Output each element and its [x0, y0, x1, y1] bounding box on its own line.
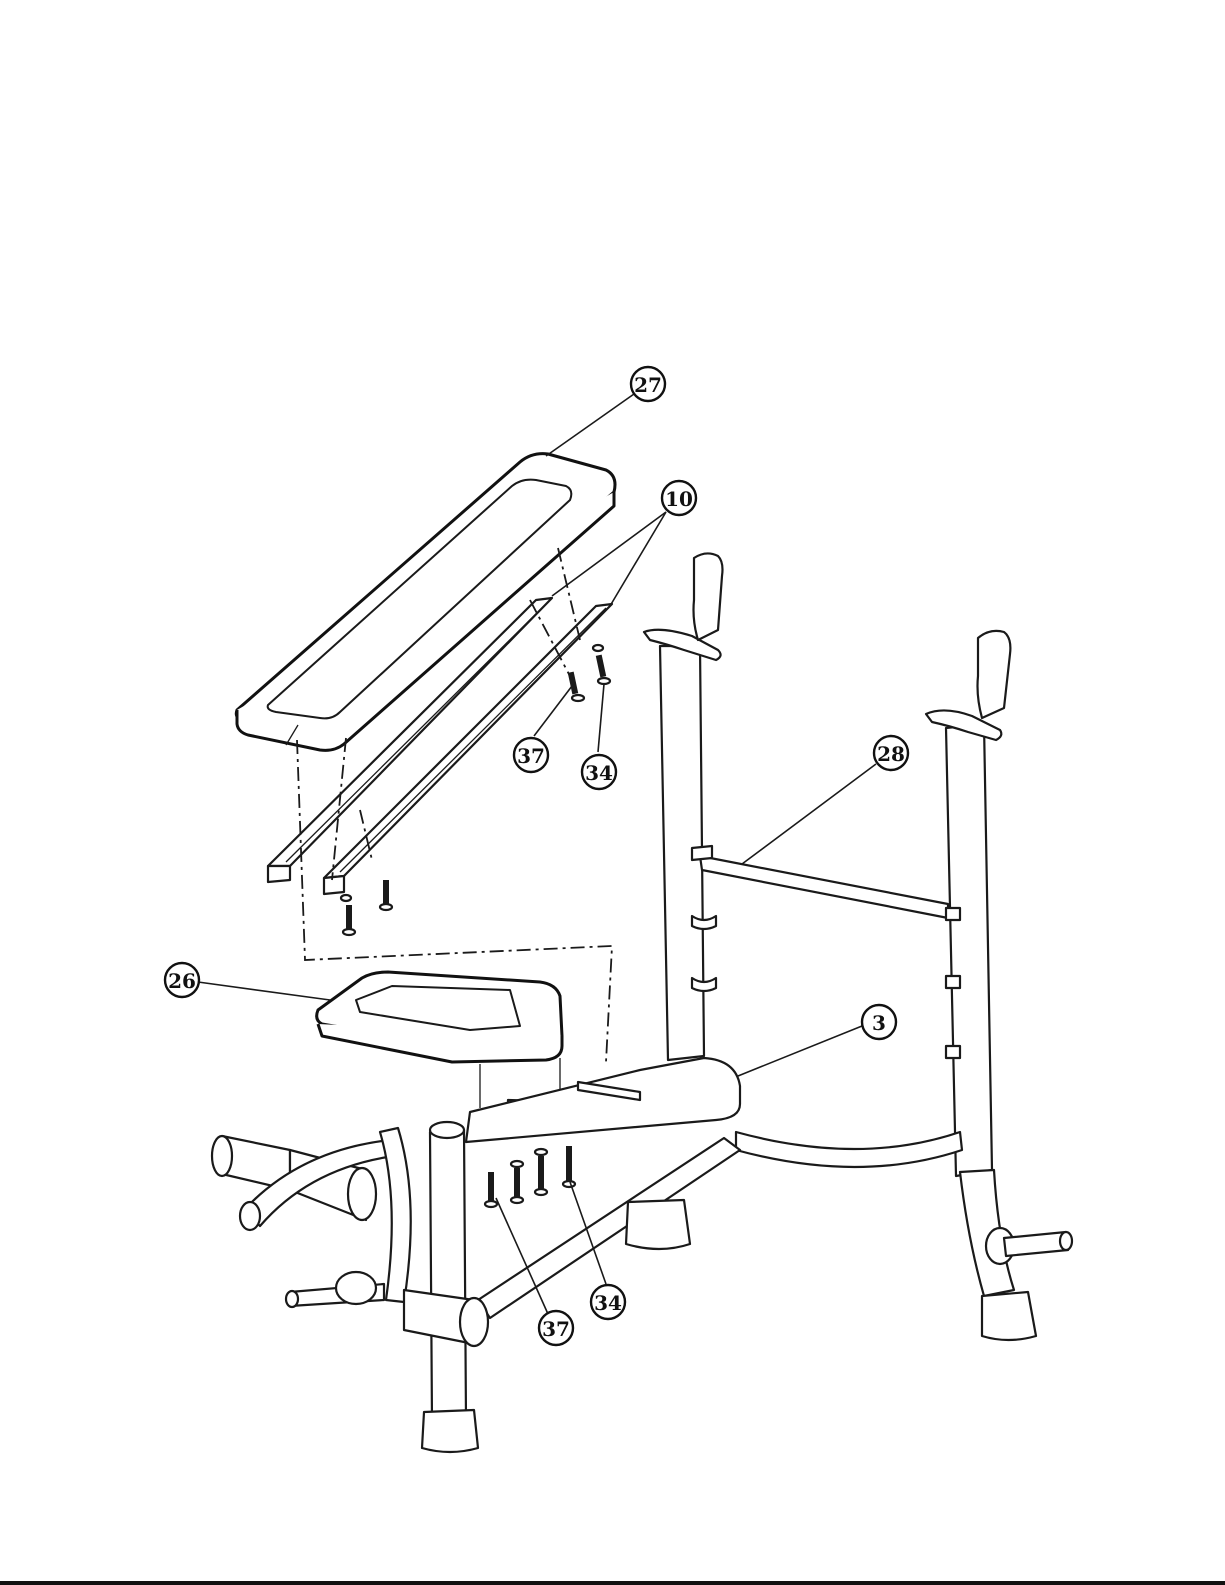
- seat-pad: [317, 972, 562, 1062]
- callout-27: 27: [631, 367, 665, 401]
- lower-bolts: [485, 1146, 575, 1207]
- callout-37-upper: 37: [514, 738, 548, 772]
- callout-3-label: 3: [872, 1011, 886, 1035]
- callout-10: 10: [662, 481, 696, 515]
- callout-37-upper-label: 37: [517, 744, 545, 768]
- callout-28: 28: [874, 736, 908, 770]
- callout-10-label: 10: [665, 487, 693, 511]
- callout-3: 3: [862, 1005, 896, 1039]
- callout-27-label: 27: [634, 373, 662, 397]
- callout-37-lower-label: 37: [542, 1317, 570, 1341]
- back-pad: [236, 454, 615, 751]
- callout-34-upper: 34: [582, 755, 616, 789]
- callout-37-lower: 37: [539, 1311, 573, 1345]
- callout-34-upper-label: 34: [585, 761, 613, 785]
- callout-34-lower: 34: [591, 1285, 625, 1319]
- callout-28-label: 28: [877, 742, 905, 766]
- weight-posts: [986, 1228, 1072, 1264]
- callout-26-label: 26: [168, 969, 196, 993]
- callout-26: 26: [165, 963, 199, 997]
- callout-34-lower-label: 34: [594, 1291, 622, 1315]
- page-bottom-rule: [0, 1581, 1225, 1585]
